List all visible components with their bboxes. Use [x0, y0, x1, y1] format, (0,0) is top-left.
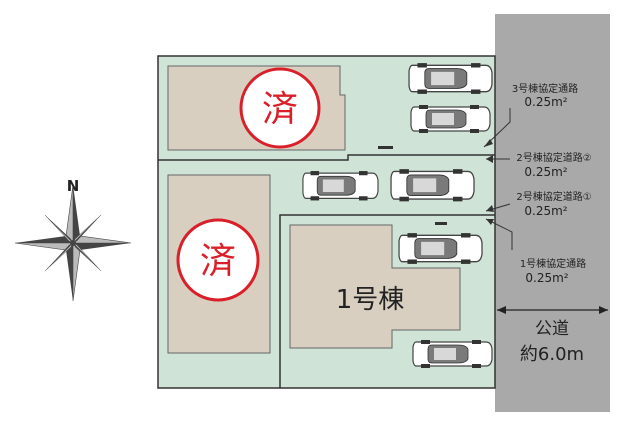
dimension-arrow-right: [599, 306, 608, 314]
road-name: 公道: [535, 319, 569, 339]
gate-marker-a: [378, 146, 393, 149]
easement-arrow-1: [486, 219, 494, 225]
building-lot-1: [289, 224, 461, 349]
lot-boundary-top: [158, 154, 495, 161]
easement-arrow-2b: [486, 155, 493, 163]
easement-leader-3: [483, 108, 511, 148]
north-label: N: [67, 177, 80, 195]
sold-stamp-b-circle: [176, 218, 260, 302]
sold-stamp-a: 済: [262, 89, 298, 130]
easement-2a-area: 0.25m²: [524, 204, 567, 218]
easement-1-name: 1号棟協定通路: [520, 257, 586, 270]
car-5: [398, 232, 483, 265]
easement-3-area: 0.25m²: [524, 95, 567, 109]
easement-2b-name: 2号棟協定道路②: [516, 151, 591, 164]
compass-rose: [14, 184, 132, 302]
lot-1-label: 1号棟: [336, 285, 405, 315]
easement-1-area: 0.25m²: [525, 271, 568, 285]
easement-2b-area: 0.25m²: [524, 165, 567, 179]
road-width: 約6.0m: [520, 344, 584, 365]
public-road: [495, 14, 610, 412]
easement-3-name: 3号棟協定通路: [512, 82, 578, 95]
lot-boundary-left: [279, 214, 495, 388]
gate-marker-b: [435, 222, 447, 225]
car-3: [302, 170, 379, 202]
car-1: [408, 62, 493, 95]
sold-stamp-a-circle: [239, 67, 321, 149]
easement-2a-name: 2号棟協定道路①: [516, 190, 591, 203]
car-2: [410, 104, 491, 134]
easement-arrow-2a: [486, 205, 494, 212]
easement-leader-1: [485, 218, 513, 250]
dimension-arrow-left: [497, 306, 506, 314]
sold-stamp-b: 済: [200, 241, 236, 282]
easement-arrow-3: [484, 139, 493, 147]
car-4: [390, 168, 475, 203]
car-6: [412, 339, 493, 369]
